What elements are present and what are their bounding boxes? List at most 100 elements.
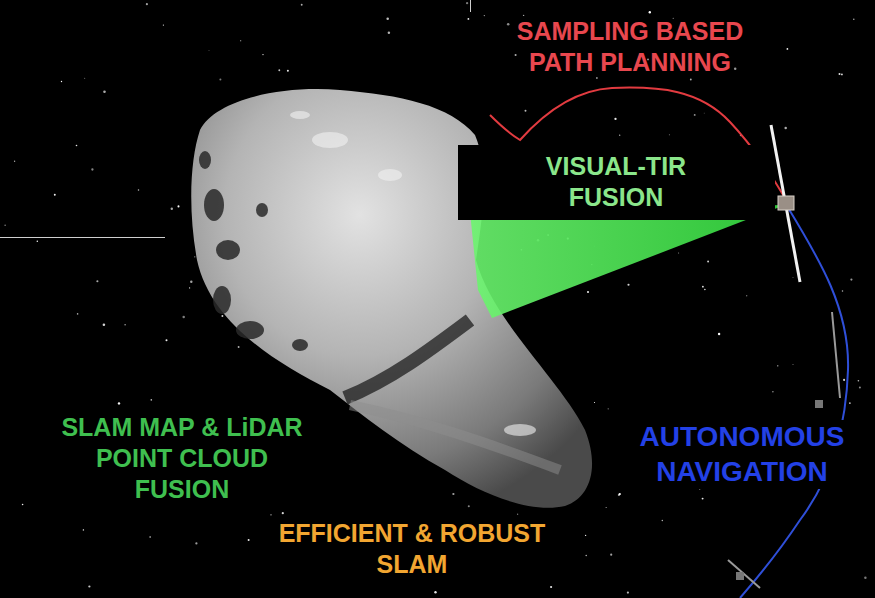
star bbox=[287, 70, 289, 72]
star bbox=[76, 145, 78, 147]
spacecraft-ghost bbox=[736, 572, 744, 580]
star bbox=[91, 168, 93, 170]
star bbox=[219, 79, 221, 81]
star bbox=[585, 535, 586, 536]
star bbox=[88, 585, 90, 587]
star bbox=[525, 110, 527, 112]
star bbox=[165, 339, 167, 341]
star bbox=[649, 11, 651, 13]
star bbox=[4, 225, 6, 227]
star bbox=[841, 73, 843, 75]
star bbox=[54, 194, 56, 196]
star bbox=[282, 512, 284, 514]
star bbox=[734, 67, 736, 69]
star bbox=[182, 316, 184, 318]
fusion-label: VISUAL-TIR FUSION bbox=[521, 151, 711, 213]
star bbox=[83, 529, 84, 530]
star bbox=[467, 18, 469, 20]
star bbox=[189, 287, 190, 288]
star bbox=[37, 240, 39, 242]
sensor-cone bbox=[470, 205, 785, 318]
star bbox=[843, 379, 845, 381]
star bbox=[792, 364, 794, 366]
star bbox=[585, 555, 587, 557]
star bbox=[610, 554, 612, 556]
star bbox=[194, 256, 195, 257]
star bbox=[669, 134, 670, 135]
star bbox=[484, 15, 485, 16]
star bbox=[434, 591, 436, 593]
star bbox=[694, 114, 696, 116]
star bbox=[515, 54, 517, 56]
star bbox=[777, 365, 778, 366]
spacecraft-body bbox=[778, 196, 794, 210]
solar-panel bbox=[771, 125, 800, 282]
star bbox=[195, 542, 197, 544]
star bbox=[718, 333, 720, 335]
star bbox=[849, 402, 851, 404]
star bbox=[702, 286, 704, 288]
star bbox=[627, 284, 629, 286]
star bbox=[270, 514, 271, 515]
star bbox=[386, 18, 389, 21]
star bbox=[103, 90, 106, 93]
star bbox=[190, 280, 192, 282]
star bbox=[608, 408, 609, 409]
path-planning-label: SAMPLING BASED PATH PLANNING bbox=[510, 16, 750, 78]
label-backdrop bbox=[458, 145, 775, 220]
star bbox=[262, 54, 263, 55]
star-field bbox=[4, 2, 866, 594]
spacecraft-ghost bbox=[728, 560, 760, 588]
star bbox=[507, 23, 510, 26]
star bbox=[96, 280, 98, 282]
star bbox=[124, 324, 125, 325]
star bbox=[792, 277, 794, 279]
star bbox=[618, 494, 620, 496]
star bbox=[22, 504, 24, 506]
frame-line bbox=[0, 237, 165, 238]
star bbox=[138, 189, 139, 190]
star bbox=[118, 402, 120, 404]
lobe-shadow bbox=[345, 320, 470, 398]
star bbox=[596, 77, 598, 79]
star bbox=[772, 391, 773, 392]
star bbox=[550, 586, 552, 588]
slam-label: EFFICIENT & ROBUST SLAM bbox=[262, 518, 562, 580]
star bbox=[517, 514, 518, 515]
star bbox=[746, 295, 747, 296]
star bbox=[619, 135, 620, 136]
star bbox=[864, 576, 866, 578]
star bbox=[703, 112, 705, 114]
star bbox=[301, 4, 303, 6]
star bbox=[452, 493, 454, 495]
star bbox=[627, 591, 629, 593]
star bbox=[177, 205, 179, 207]
star bbox=[84, 78, 85, 79]
star bbox=[238, 346, 240, 348]
star bbox=[466, 2, 468, 4]
star bbox=[619, 493, 621, 495]
star bbox=[103, 324, 106, 327]
slam-map-label: SLAM MAP & LiDAR POINT CLOUD FUSION bbox=[47, 412, 317, 505]
star bbox=[594, 402, 595, 403]
star bbox=[388, 31, 390, 33]
star bbox=[859, 387, 861, 389]
frame-line bbox=[470, 0, 471, 12]
star bbox=[468, 505, 470, 507]
star bbox=[146, 3, 148, 5]
star bbox=[587, 291, 589, 293]
star bbox=[858, 380, 860, 382]
star bbox=[690, 79, 692, 81]
navigation-label: AUTONOMOUS NAVIGATION bbox=[622, 420, 862, 489]
star bbox=[248, 539, 250, 541]
star bbox=[77, 313, 79, 315]
star bbox=[523, 15, 524, 16]
spacecraft-ghost bbox=[815, 400, 823, 408]
star bbox=[702, 498, 704, 500]
star bbox=[787, 48, 789, 50]
star bbox=[208, 49, 210, 51]
star bbox=[171, 208, 173, 210]
star bbox=[784, 127, 787, 130]
